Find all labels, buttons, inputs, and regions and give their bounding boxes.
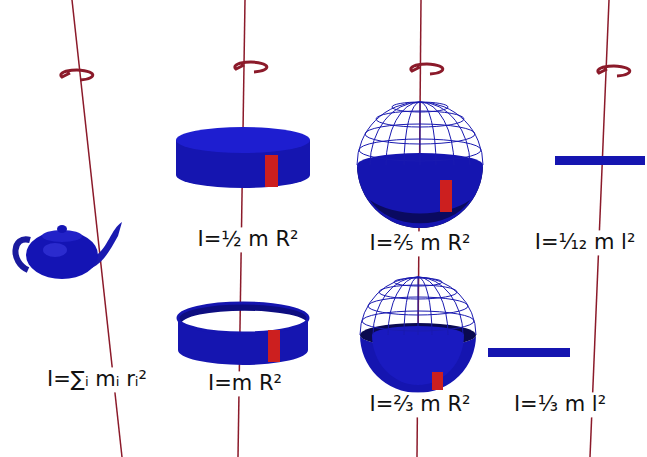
inertia-formula: I=⅖ m R² — [367, 231, 474, 256]
thin-ring — [178, 303, 308, 365]
inertia-formula: I=⅔ m R² — [367, 392, 474, 417]
thin-rods — [488, 156, 645, 357]
inertia-formula: I=½ m R² — [195, 227, 302, 252]
inertia-formula: I=⅓ m l² — [511, 392, 609, 417]
rotation-axes — [72, 0, 609, 457]
solid-sphere — [357, 102, 483, 228]
teapot — [15, 222, 122, 279]
hollow-sphere — [360, 277, 476, 393]
rotation-arrows — [61, 62, 630, 80]
inertia-formula: I=¹⁄₁₂ m l² — [532, 230, 639, 255]
solid-cylinder — [176, 127, 310, 188]
inertia-formula: I=m R² — [205, 371, 285, 396]
inertia-formula: I=∑ᵢ mᵢ rᵢ² — [44, 367, 150, 392]
